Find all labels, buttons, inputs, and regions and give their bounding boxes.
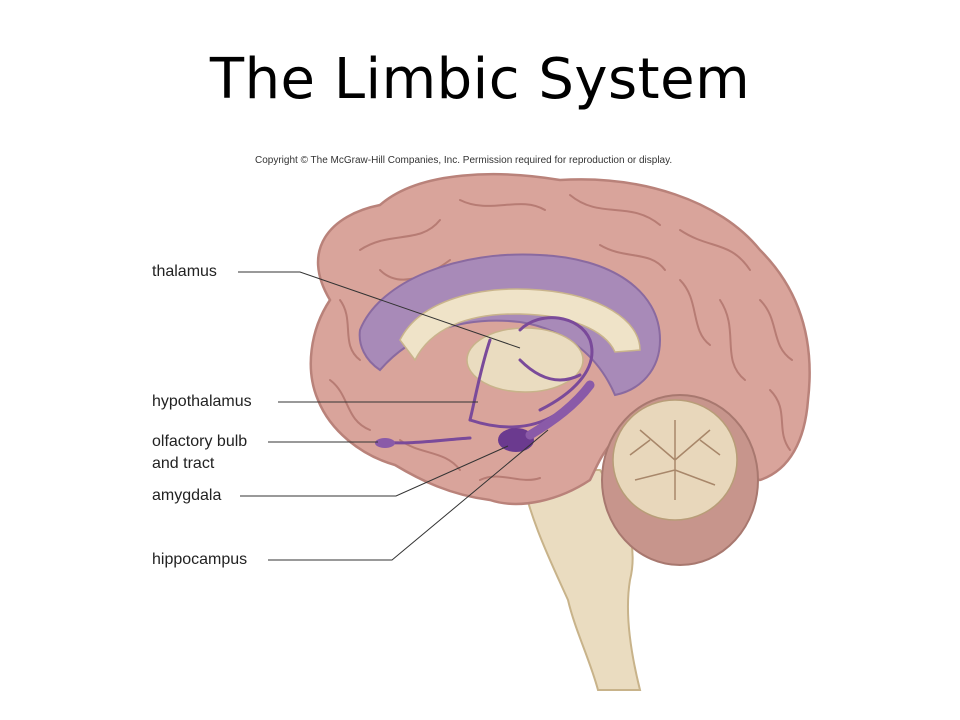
label-thalamus: thalamus bbox=[152, 263, 217, 280]
amygdala-leader bbox=[240, 445, 509, 497]
thalamus-region bbox=[466, 327, 584, 393]
cingulate-gyrus bbox=[358, 253, 662, 397]
olfactory-bulb bbox=[375, 438, 395, 448]
label-hippocampus: hippocampus bbox=[152, 551, 248, 568]
label-olfactory-bulb: olfactory bulb bbox=[152, 433, 248, 450]
label-amygdala: amygdala bbox=[152, 487, 222, 504]
page-title: The Limbic System bbox=[209, 47, 751, 112]
hippocampus-leader bbox=[268, 429, 549, 561]
label-olfactory-tract: and tract bbox=[152, 455, 215, 472]
leader-lines bbox=[238, 271, 549, 561]
copyright-notice: Copyright © The McGraw-Hill Companies, I… bbox=[255, 155, 673, 166]
hippocampus-structure bbox=[525, 380, 595, 440]
cerebellum bbox=[601, 394, 759, 566]
corpus-callosum bbox=[399, 288, 641, 362]
cortex-folds bbox=[329, 194, 793, 481]
label-hypothalamus: hypothalamus bbox=[152, 393, 252, 410]
thalamus-leader bbox=[238, 271, 521, 349]
